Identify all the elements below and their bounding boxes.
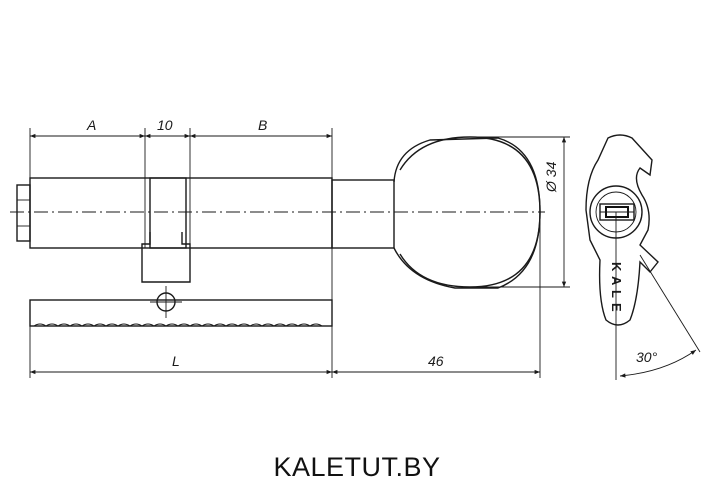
thumb-turn-knob: [331, 136, 541, 289]
knob-end-view: [585, 134, 659, 326]
brand-letter: L: [609, 290, 624, 298]
brand-letter: E: [609, 303, 624, 312]
dimension-lines: [29, 128, 570, 378]
dim-label-b: B: [258, 117, 267, 133]
dim-label-angle: 30°: [636, 349, 658, 365]
dim-label-10: 10: [157, 117, 173, 133]
brand-letter: K: [609, 262, 624, 272]
dim-label-diameter: Ø 34: [543, 161, 559, 193]
dim-label-46: 46: [428, 353, 444, 369]
dim-label-a: A: [86, 117, 96, 133]
site-caption: KALETUT.BY: [273, 452, 441, 482]
brand-letter: A: [609, 276, 624, 286]
cylinder-body: [16, 177, 333, 327]
angle-dimension: [615, 212, 701, 380]
dim-label-l: L: [172, 353, 180, 369]
brand-letters: K A L E: [609, 262, 624, 312]
